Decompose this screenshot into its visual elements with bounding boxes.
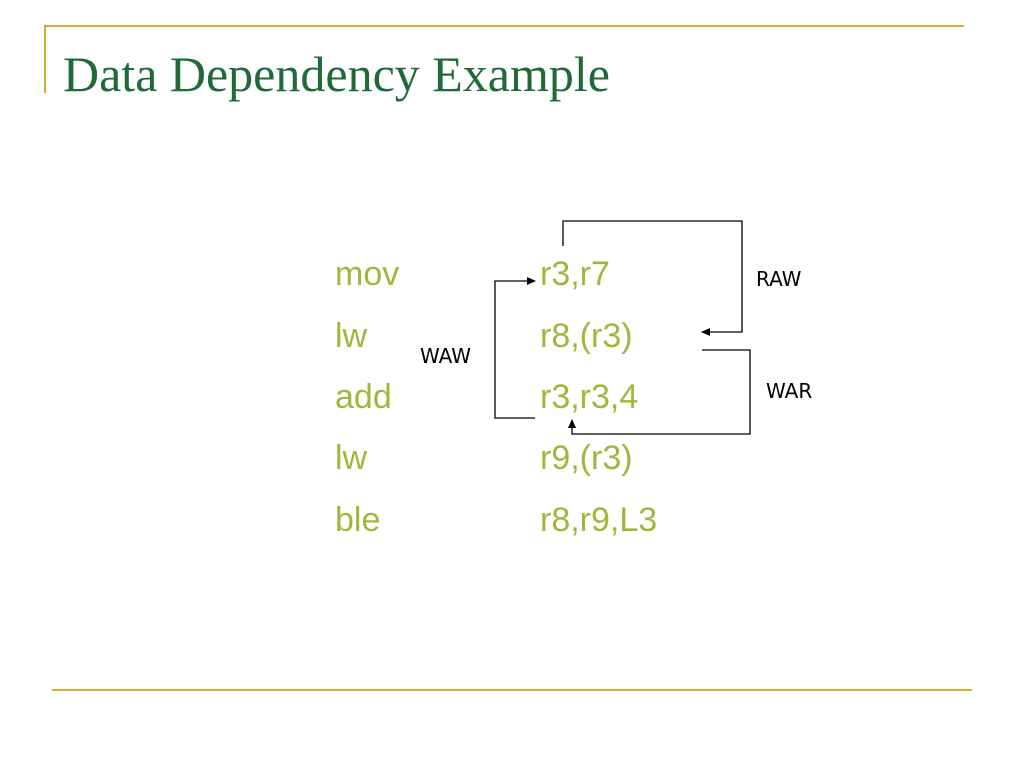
waw-arrow — [494, 277, 536, 419]
opcode: lw — [335, 317, 368, 355]
code-line-add: add r3,r3,4 — [335, 377, 735, 417]
war-label: WAR — [766, 379, 813, 403]
opcode: ble — [335, 501, 381, 539]
top-accent-rule — [44, 25, 964, 27]
operands: r9,(r3) — [540, 439, 633, 477]
operands: r3,r3,4 — [540, 378, 639, 416]
opcode: mov — [335, 255, 400, 293]
raw-arrow — [562, 220, 743, 336]
operands: r8,r9,L3 — [540, 501, 658, 539]
code-line-lw-r9: lw r9,(r3) — [335, 438, 735, 478]
operands: r3,r7 — [540, 255, 610, 293]
bottom-accent-rule — [52, 689, 972, 691]
code-line-lw-r8: lw r8,(r3) — [335, 316, 735, 356]
code-line-mov: mov r3,r7 — [335, 254, 735, 294]
operands: r8,(r3) — [540, 317, 633, 355]
code-line-ble: ble r8,r9,L3 — [335, 500, 735, 540]
raw-label: RAW — [756, 267, 802, 291]
war-arrow — [568, 349, 751, 435]
waw-label: WAW — [420, 344, 472, 368]
opcode: lw — [335, 439, 368, 477]
slide-title: Data Dependency Example — [63, 46, 610, 102]
opcode: add — [335, 378, 392, 416]
left-accent-rule — [44, 25, 46, 93]
